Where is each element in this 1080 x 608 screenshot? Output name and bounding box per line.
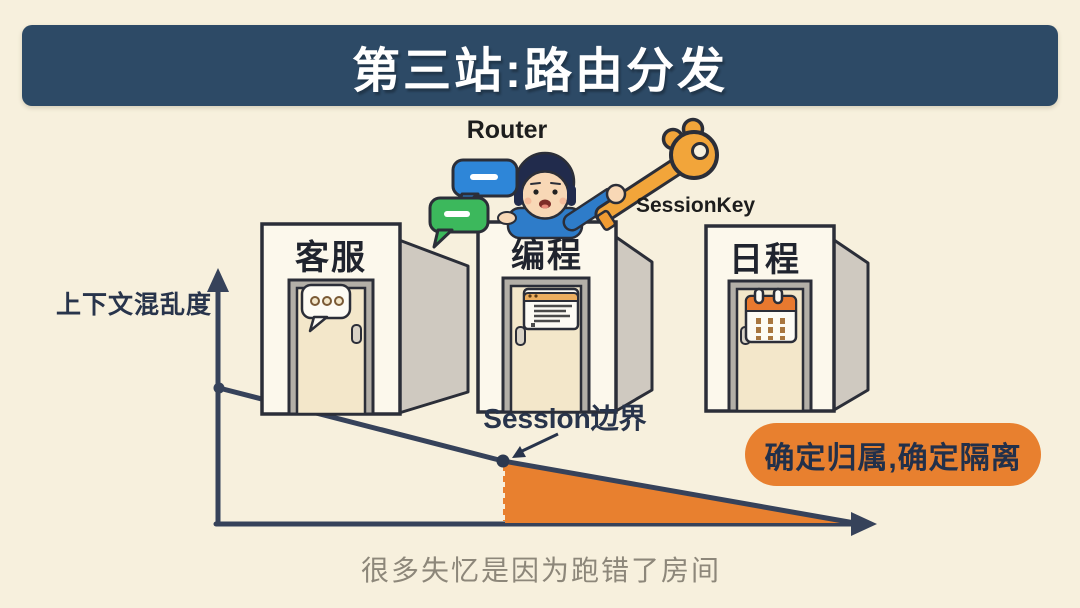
title-banner: 第三站:路由分发 xyxy=(22,25,1058,106)
chat-bubble-green-icon xyxy=(428,196,490,249)
room-schedule xyxy=(704,224,870,413)
blush-left xyxy=(524,197,532,205)
router-label: Router xyxy=(466,116,548,144)
badge-label: 确定归属,确定隔离 xyxy=(764,441,1022,475)
session-boundary-label: Session边界 xyxy=(483,403,647,434)
hair-lock-right xyxy=(567,185,576,206)
face xyxy=(520,170,570,220)
room-side-panel xyxy=(397,238,470,415)
door-handle xyxy=(515,326,526,346)
bottom-caption: 很多失忆是因为跑错了房间 xyxy=(360,555,721,586)
eyebrow-right xyxy=(550,182,561,185)
eyebrow-left xyxy=(530,182,541,185)
annotation-arrow-line xyxy=(519,432,559,454)
blush-right xyxy=(559,197,567,205)
eye-right xyxy=(552,189,558,195)
hand xyxy=(605,183,627,205)
arm xyxy=(565,190,617,229)
room-side-panel xyxy=(832,238,870,412)
eye-left xyxy=(533,189,539,195)
y-axis-arrow-icon xyxy=(207,268,229,292)
room-label-schedule: 日程 xyxy=(729,241,801,279)
door-handle xyxy=(351,324,362,344)
session-boundary-dot xyxy=(496,454,510,468)
room-label-programming: 编程 xyxy=(511,237,583,275)
y-axis-label: 上下文混乱度 xyxy=(56,291,213,319)
router-character xyxy=(428,117,719,249)
room-programming xyxy=(476,220,654,414)
room-label-customer-service: 客服 xyxy=(295,239,367,277)
annotation-arrow-head-icon xyxy=(512,446,526,458)
room-customer-service xyxy=(260,222,470,416)
chat-bubble-icon xyxy=(300,283,352,333)
code-window-icon xyxy=(522,287,580,331)
session-key-label: SessionKey xyxy=(636,194,756,217)
room-side-panel xyxy=(614,235,654,413)
calendar-icon xyxy=(744,287,798,344)
page-title: 第三站:路由分发 xyxy=(352,44,728,98)
tongue xyxy=(541,204,549,209)
golden-key-icon xyxy=(594,117,719,231)
hand-on-room xyxy=(497,211,517,225)
line-start-dot xyxy=(213,382,225,394)
status-badge: 确定归属,确定隔离 xyxy=(745,423,1041,486)
